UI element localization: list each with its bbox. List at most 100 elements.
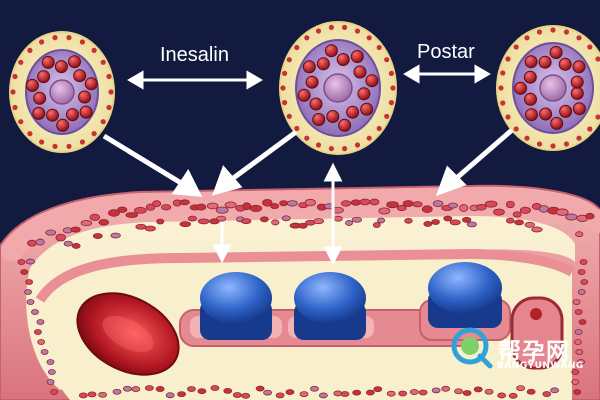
vessel-cell: [459, 204, 469, 212]
outer-dot: [536, 29, 543, 35]
vessel-cell: [285, 389, 295, 395]
red-blood-cell: [324, 44, 338, 58]
outer-dot: [513, 126, 519, 132]
outer-dot: [12, 73, 18, 80]
vessel-cell: [179, 199, 190, 206]
vessel-cell: [512, 211, 522, 218]
outer-dot: [66, 35, 72, 41]
vessel-cell: [443, 215, 453, 222]
arrow-cell-left-down: [102, 133, 203, 197]
vessel-cell: [577, 289, 586, 295]
vessel-cell: [484, 388, 494, 395]
outer-dot: [294, 125, 300, 132]
vessel-cell: [24, 289, 32, 295]
outer-dot: [282, 100, 288, 106]
vessel-cell: [531, 226, 543, 233]
vessel-cell: [313, 218, 325, 225]
vessel-cell: [179, 221, 192, 228]
vessel-cell: [462, 390, 472, 396]
vessel-cell: [573, 389, 582, 395]
vessel-cell: [506, 217, 515, 224]
vessel-cell: [577, 359, 585, 365]
vessel-cell: [210, 385, 220, 391]
red-blood-cell: [46, 108, 59, 122]
vessel-cell: [585, 212, 595, 220]
outer-dot: [280, 85, 286, 91]
outer-dot: [354, 28, 361, 34]
vessel-cell: [423, 221, 433, 227]
vessel-cell: [473, 386, 483, 393]
vessel-cell: [574, 309, 583, 315]
red-blood-cell: [524, 92, 537, 106]
vessel-cell: [33, 329, 42, 335]
red-blood-cell: [538, 55, 552, 69]
outer-dot: [384, 57, 390, 63]
red-blood-cell: [346, 105, 360, 119]
vessel-cell: [92, 233, 103, 239]
outer-dot: [18, 59, 24, 65]
vessel-cell: [37, 339, 46, 345]
red-blood-cell: [305, 75, 319, 89]
outer-dot: [304, 135, 310, 141]
vessel-cell: [497, 392, 507, 399]
red-blood-cell: [570, 75, 584, 89]
vessel-cell: [195, 203, 207, 211]
outer-dot: [286, 113, 292, 119]
red-blood-cell: [523, 70, 537, 84]
vessel-cell: [71, 243, 81, 249]
vessel-cell: [70, 226, 81, 233]
vessel-cell: [279, 200, 289, 207]
vessel-cell: [386, 390, 396, 397]
cell-center: [279, 21, 397, 155]
outer-dot: [563, 141, 570, 147]
vessel-cell: [286, 200, 298, 207]
outer-dot: [91, 47, 97, 54]
red-blood-cell: [572, 102, 586, 116]
vessel-cell: [575, 349, 584, 355]
vessel-cell: [340, 391, 350, 397]
vessel-cell: [152, 200, 162, 208]
outer-dot: [328, 24, 334, 31]
outer-dot: [550, 143, 556, 149]
watermark-subtitle: BANGYUNWANG: [497, 361, 584, 371]
vessel-cell: [352, 389, 362, 396]
red-blood-cell: [326, 110, 340, 123]
outer-dot: [513, 44, 519, 50]
outer-dot: [384, 113, 390, 119]
red-blood-cell: [360, 102, 374, 116]
vessel-cell: [571, 369, 580, 375]
vessel-cell: [40, 349, 49, 355]
vessel-cell: [386, 201, 399, 209]
outer-dot: [536, 141, 543, 147]
vessel-cell: [122, 385, 132, 392]
vessel-cell: [135, 223, 147, 230]
arrow-short-down: [212, 222, 232, 264]
outer-dot: [354, 142, 361, 148]
red-blood-cell: [68, 55, 81, 69]
vessel-cell: [224, 201, 237, 209]
vessel-cell: [275, 392, 285, 399]
vessel-cell: [524, 221, 535, 228]
red-blood-cell: [524, 55, 538, 69]
vessel-cell: [98, 219, 110, 226]
vessel-cell: [46, 359, 55, 365]
vessel-cell: [47, 369, 56, 375]
vessel-cell: [310, 385, 319, 392]
outer-dot: [524, 135, 530, 141]
vessel-cell: [318, 392, 328, 399]
outer-dot: [39, 139, 45, 145]
vessel-cell: [45, 229, 57, 236]
outer-dot: [39, 39, 45, 45]
vessel-cell: [516, 385, 526, 392]
vessel-cell: [431, 387, 441, 394]
vessel-cell: [412, 201, 423, 208]
vessel-cell: [550, 387, 559, 394]
vessel-cell: [404, 217, 413, 224]
outer-dot: [79, 139, 85, 145]
vessel-cell: [144, 385, 154, 391]
outer-dot: [12, 104, 18, 111]
label-inesalin: Inesalin: [160, 44, 229, 66]
outer-dot: [91, 131, 97, 137]
vessel-cell: [542, 391, 552, 397]
outer-dot: [315, 28, 322, 34]
